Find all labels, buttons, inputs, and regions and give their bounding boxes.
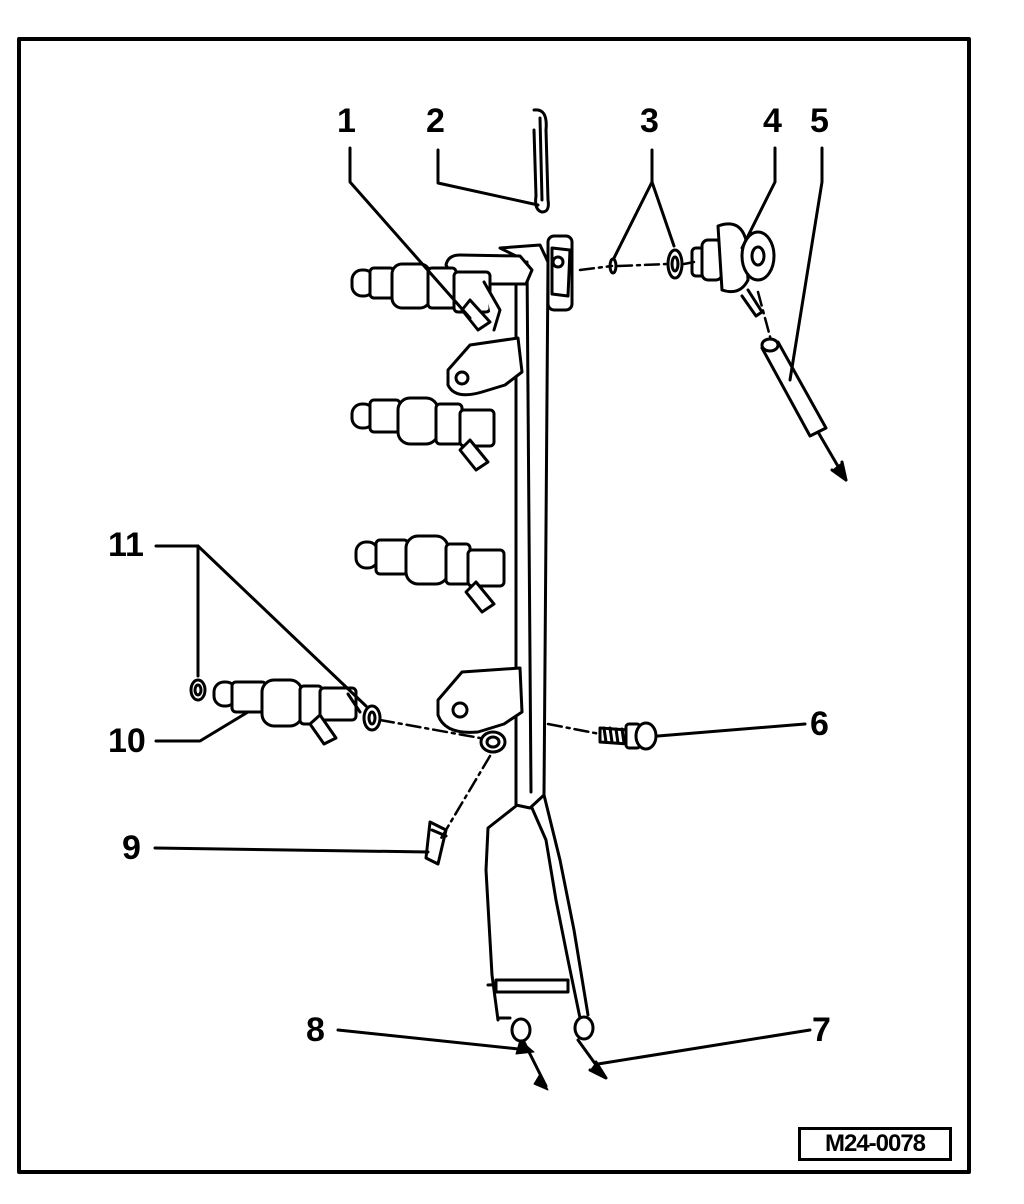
figure-id-label: M24-0078: [798, 1127, 952, 1161]
retaining-clip: [532, 108, 550, 214]
callout-5: 5: [810, 102, 829, 140]
regulator-flange: [546, 234, 574, 312]
callout-2: 2: [426, 102, 445, 140]
injector-1: [350, 262, 502, 332]
callout-11: 11: [108, 526, 144, 564]
callout-10: 10: [108, 722, 146, 760]
leader-arrowheads: [515, 1039, 549, 1091]
callout-4: 4: [763, 102, 782, 140]
injector-2: [350, 396, 496, 472]
o-ring-upper: [362, 704, 382, 732]
upper-bracket: [446, 336, 524, 397]
o-ring-large: [666, 248, 684, 280]
vacuum-hose: [760, 337, 828, 438]
injector-removed: [212, 678, 362, 746]
injector-3: [354, 534, 506, 614]
callout-3: 3: [640, 102, 659, 140]
callout-6: 6: [810, 705, 829, 743]
callout-9: 9: [122, 829, 141, 867]
lower-bracket: [436, 666, 524, 754]
pressure-regulator: [690, 222, 776, 318]
leader-lines: [153, 146, 824, 1066]
o-ring-lower: [189, 678, 207, 702]
supply-pipe-end: [510, 1015, 595, 1043]
frame-border: [17, 37, 971, 1174]
mounting-bolt: [598, 721, 658, 751]
assembly-lines: [378, 260, 774, 842]
callout-8: 8: [306, 1011, 325, 1049]
callout-7: 7: [812, 1011, 831, 1049]
small-screw: [424, 820, 448, 866]
callout-1: 1: [337, 102, 356, 140]
